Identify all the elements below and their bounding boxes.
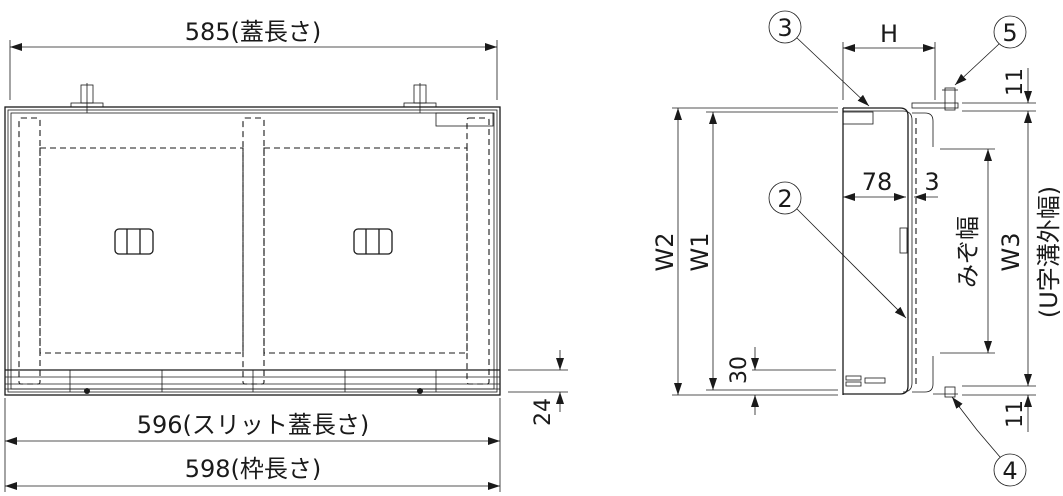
dim-slit-lid-length-label: 596(スリット蓋長さ) [137, 411, 370, 439]
bolt-top-left [70, 83, 104, 113]
handle-left-icon [114, 228, 154, 255]
dim-frame-length: 598(枠長さ) [5, 455, 500, 490]
svg-text:4: 4 [1002, 457, 1017, 485]
dim-30-label: 30 [727, 356, 752, 384]
bottom-rail [5, 369, 500, 394]
dim-w1-label: W1 [686, 233, 714, 272]
dim-rail-height: 24 [508, 350, 568, 426]
dim-groove-width-label: みぞ幅 [954, 216, 982, 288]
dim-slit-lid-length: 596(スリット蓋長さ) [4, 398, 501, 492]
handle-right-icon [353, 228, 393, 255]
svg-text:2: 2 [777, 185, 792, 213]
front-view: 585(蓋長さ) [4, 18, 568, 492]
dim-3-label: 3 [924, 168, 939, 196]
callout-5: 5 [954, 15, 1027, 86]
dim-rail-height-label: 24 [531, 398, 556, 426]
dim-11-bottom-label: 11 [1003, 400, 1028, 428]
dim-lid-length: 585(蓋長さ) [9, 18, 498, 100]
callout-3: 3 [768, 10, 870, 107]
dim-11-top-label: 11 [1003, 68, 1028, 96]
bolt-top [911, 87, 959, 111]
bolt-bottom [933, 386, 958, 398]
dim-lid-length-label: 585(蓋長さ) [185, 18, 322, 46]
bolt-top-right [403, 83, 437, 113]
dim-w2-label: W2 [651, 233, 679, 272]
dim-78-label: 78 [862, 168, 893, 196]
svg-text:5: 5 [1002, 19, 1017, 47]
dim-w3-note: (U字溝外幅) [1035, 186, 1063, 318]
section-view: H 78 3 W2 W1 30 みぞ幅 W3 (U字溝外幅) 11 [651, 10, 1063, 487]
callout-2: 2 [768, 181, 907, 319]
dim-w3-label: W3 [997, 233, 1025, 272]
svg-text:3: 3 [777, 14, 792, 42]
callout-4: 4 [951, 396, 1027, 487]
frame-outer [4, 106, 501, 396]
dim-h-label: H [880, 20, 898, 48]
dim-frame-length-label: 598(枠長さ) [185, 455, 322, 483]
